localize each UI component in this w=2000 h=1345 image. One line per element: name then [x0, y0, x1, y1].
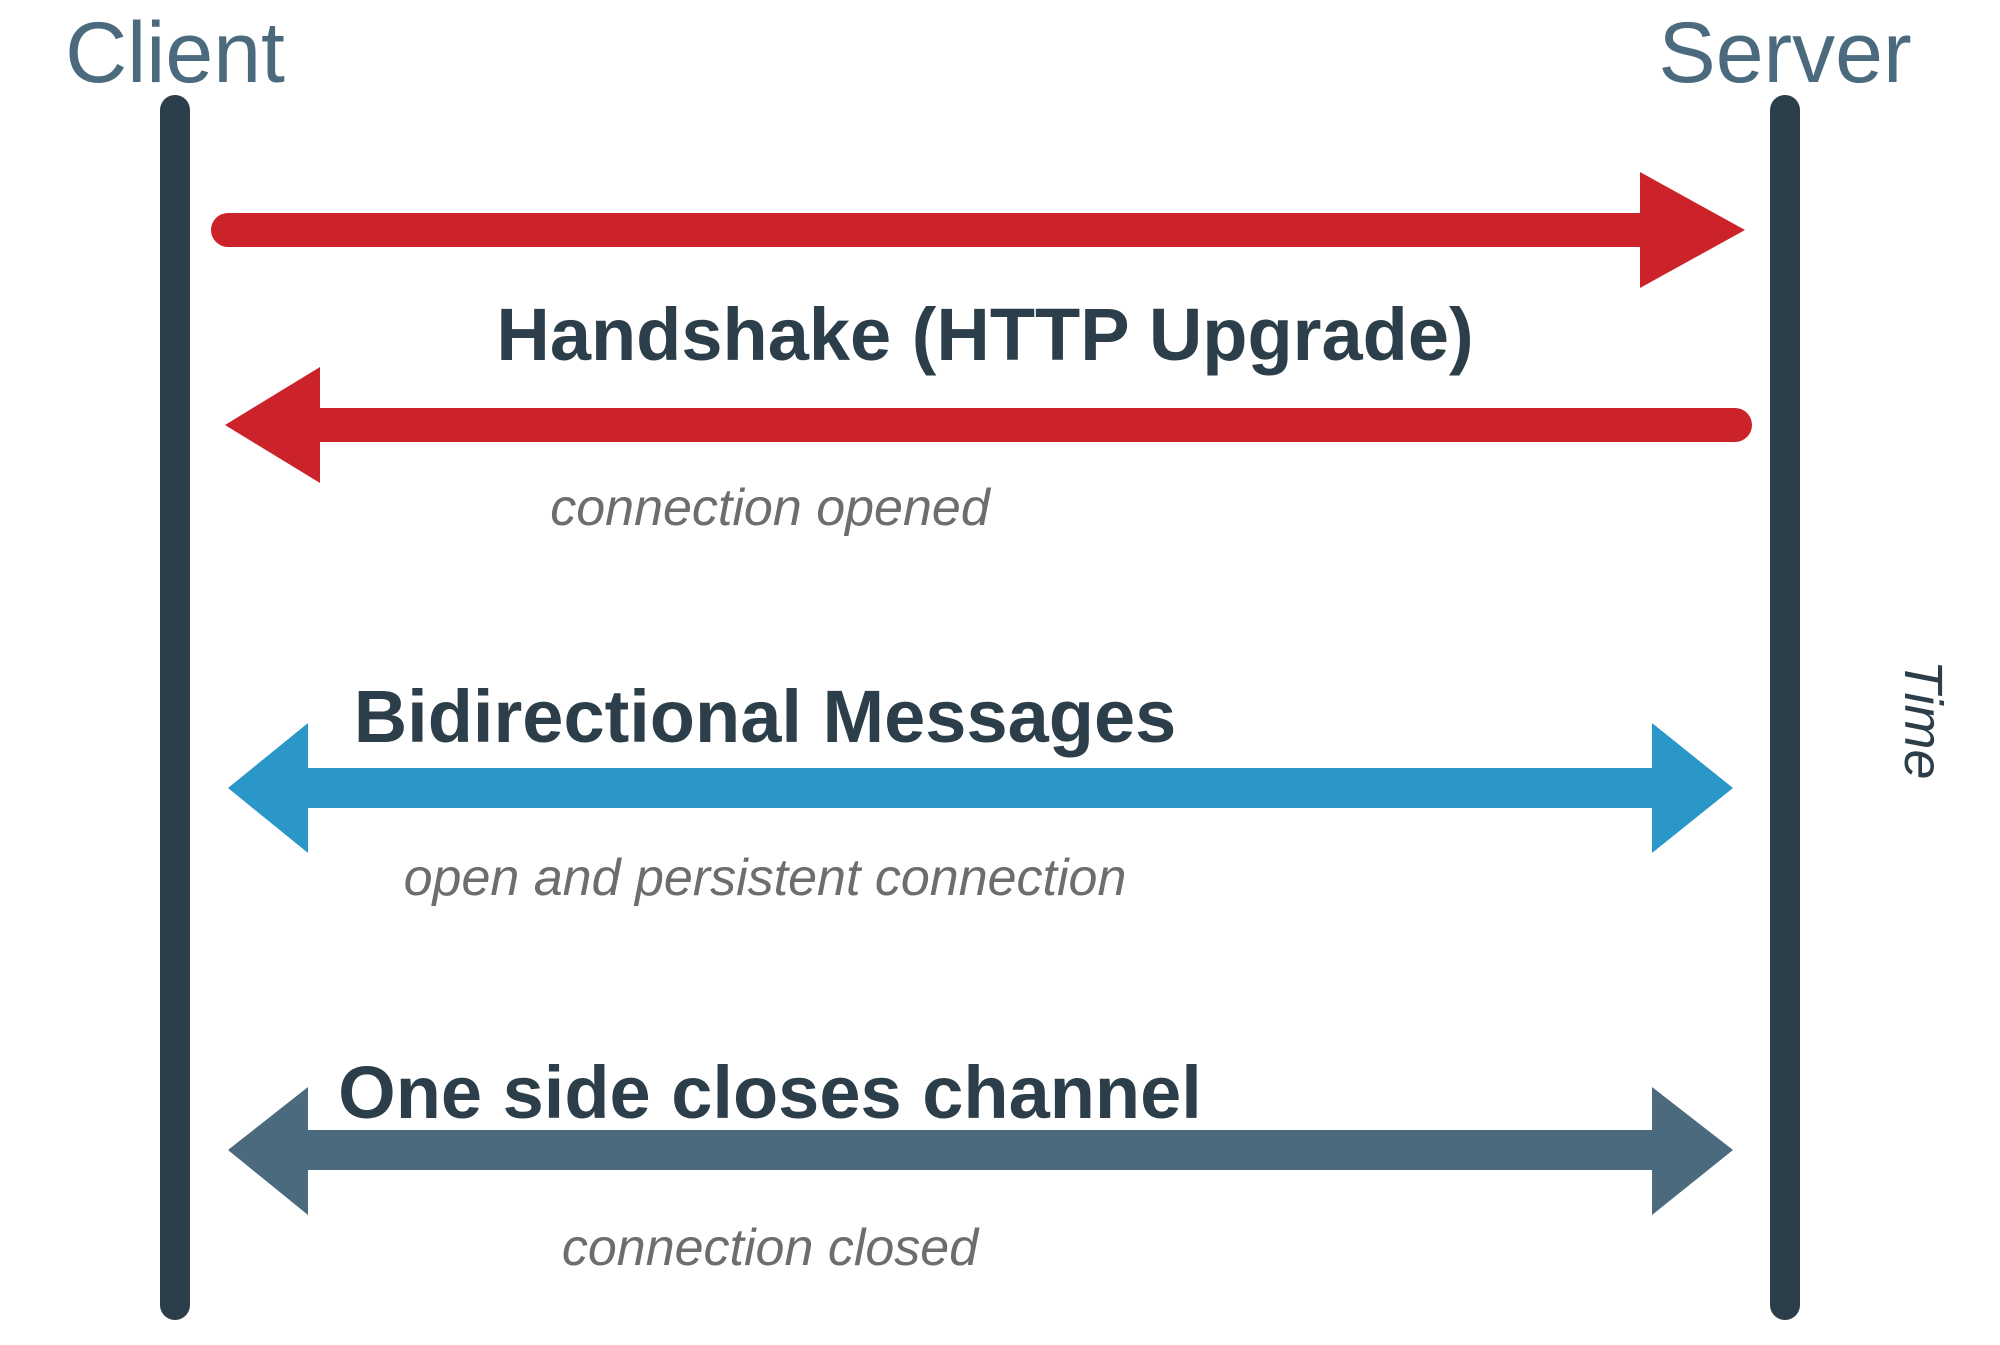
- close-channel-note: connection closed: [562, 1219, 980, 1277]
- handshake-response-note: connection opened: [550, 479, 992, 537]
- handshake-request-label: Handshake (HTTP Upgrade): [496, 293, 1473, 376]
- handshake-response-arrowhead: [225, 367, 320, 483]
- close-channel-arrowhead-left: [228, 1087, 308, 1215]
- bidirectional-messages-arrowhead-right: [1652, 723, 1733, 853]
- bidirectional-messages-note: open and persistent connection: [404, 849, 1127, 907]
- bidirectional-messages-arrowhead-left: [228, 723, 308, 853]
- server-actor-label: Server: [1658, 5, 1911, 101]
- close-channel-label: One side closes channel: [338, 1051, 1202, 1134]
- bidirectional-messages-label: Bidirectional Messages: [354, 675, 1177, 758]
- time-axis-label: Time: [1893, 660, 1953, 780]
- close-channel-arrowhead-right: [1652, 1087, 1733, 1215]
- handshake-request-arrowhead: [1640, 172, 1745, 288]
- client-actor-label: Client: [65, 5, 285, 101]
